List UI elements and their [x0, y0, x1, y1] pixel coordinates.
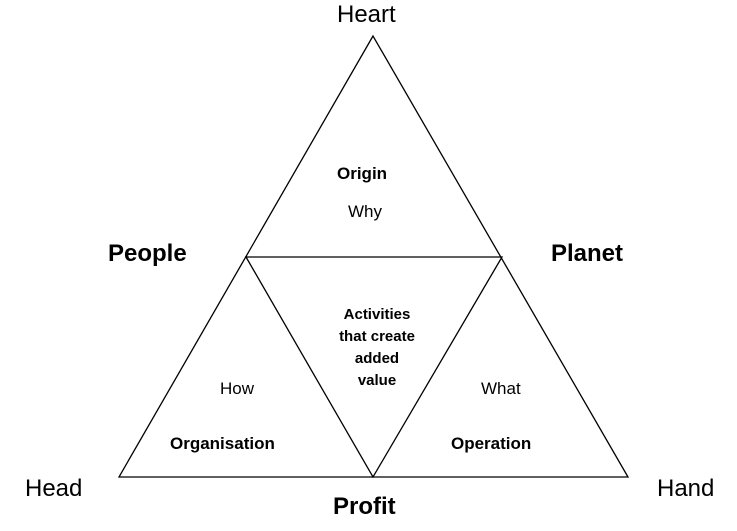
center-line: Activities: [343, 306, 411, 323]
section-right-title: Operation: [451, 434, 532, 453]
corner-label-top: Heart: [337, 1, 396, 28]
side-label-right: Planet: [551, 240, 624, 267]
center-line: added: [354, 350, 400, 367]
corner-label-bottom-left: Head: [25, 475, 83, 502]
corner-label-bottom-right: Hand: [657, 475, 715, 502]
side-label-left: People: [108, 240, 187, 267]
side-label-bottom: Profit: [333, 493, 396, 520]
section-left-question: How: [220, 379, 255, 398]
section-top-question: Why: [348, 202, 382, 221]
center-line: that create: [339, 328, 415, 345]
center-line: value: [357, 372, 397, 389]
inner-triangle: [244, 256, 504, 479]
section-top-title: Origin: [337, 164, 388, 183]
section-left-title: Organisation: [170, 434, 275, 453]
section-center-text: Activities that create added value: [313, 304, 441, 392]
section-right-question: What: [481, 379, 521, 398]
